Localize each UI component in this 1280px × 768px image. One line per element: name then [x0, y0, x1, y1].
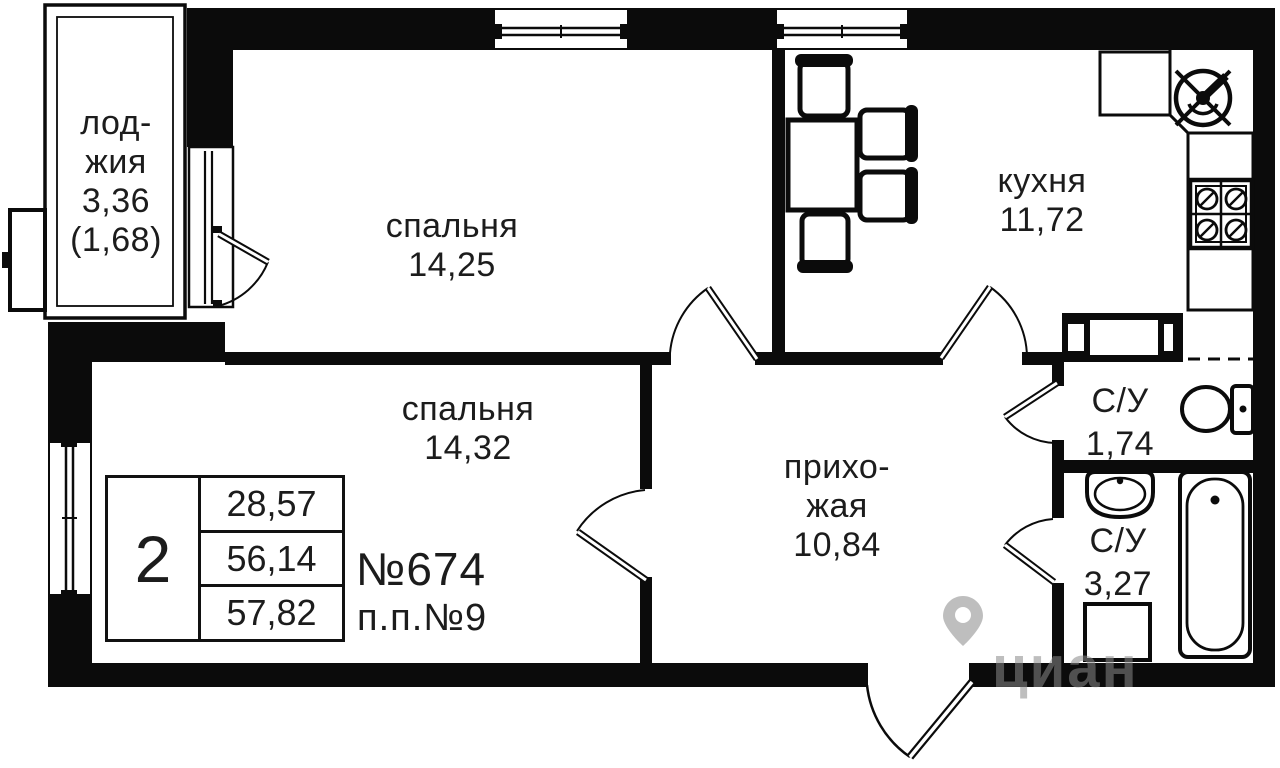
- kitchen-window: [777, 10, 907, 48]
- bathroom1-label: С/У 1,74: [1086, 380, 1154, 466]
- watermark: циан: [936, 592, 1137, 700]
- hallway-label: прихо- жая 10,84: [784, 448, 890, 565]
- rooms-count: 2: [108, 478, 201, 639]
- kitchen-label: кухня 11,72: [998, 162, 1087, 240]
- bathroom1-door: [1003, 379, 1064, 447]
- bedroom2-name: спальня: [401, 390, 535, 428]
- loggia-glazing: [43, 3, 187, 320]
- apartment-number: №674: [356, 543, 487, 595]
- kitchen-area: 11,72: [999, 201, 1085, 239]
- bathroom2-name: С/У: [1089, 522, 1147, 560]
- kitchen-door: [936, 285, 1029, 365]
- bedroom2-window: [50, 440, 90, 597]
- bedroom2-door: [575, 482, 652, 584]
- bedroom1-window: [495, 10, 627, 48]
- area-row: 57,82: [201, 584, 342, 639]
- bathroom1-name: С/У: [1091, 382, 1149, 420]
- entrance-door: [861, 663, 976, 760]
- bathroom2-area: 3,27: [1083, 565, 1153, 603]
- spec-table: 2 28,57 56,14 57,82: [105, 475, 345, 642]
- vent-shaft: [1068, 320, 1173, 355]
- apartment-note: п.п.№9: [357, 597, 488, 639]
- washing-machine-icon: [1083, 602, 1152, 662]
- watermark-text: циан: [992, 635, 1139, 700]
- sink-icon: [1173, 68, 1233, 128]
- ac-unit: [2, 208, 47, 312]
- balcony-door: [187, 145, 270, 309]
- loggia-name2: жия: [85, 143, 147, 181]
- area-row: 28,57: [226, 482, 317, 524]
- stove-icon: [1187, 177, 1255, 251]
- bathroom2-label: С/У 3,27: [1084, 520, 1152, 606]
- loggia-name: лод-: [80, 104, 152, 142]
- loggia-label: лод- жия 3,36 (1,68): [70, 104, 162, 260]
- bedroom1-name: спальня: [385, 207, 519, 245]
- loggia-area: 3,36: [81, 182, 151, 220]
- bedroom2-label: спальня 14,32: [402, 390, 535, 468]
- bedroom1-door: [664, 286, 762, 365]
- washbasin-icon: [1085, 470, 1155, 520]
- bathtub-icon: [1178, 470, 1252, 659]
- bedroom2-area: 14,32: [424, 429, 512, 467]
- bathroom2-door: [1002, 511, 1064, 590]
- watermark-pin-icon: [943, 596, 983, 646]
- toilet-icon: [1180, 384, 1255, 435]
- bathroom1-area: 1,74: [1085, 425, 1155, 463]
- bedroom1-area: 14,25: [408, 246, 496, 284]
- bedroom1-label: спальня 14,25: [386, 207, 519, 285]
- hallway-name: прихо-: [783, 448, 891, 486]
- kitchen-name: кухня: [997, 162, 1087, 200]
- loggia-area-reduced: (1,68): [70, 221, 162, 259]
- kitchen-table: [785, 117, 860, 213]
- area-row: 56,14: [201, 529, 342, 585]
- spec-areas: 28,57 56,14 57,82: [201, 478, 342, 639]
- kitchen-chairs: [795, 54, 918, 273]
- hallway-area: 10,84: [793, 526, 881, 564]
- hallway-name2: жая: [806, 487, 868, 525]
